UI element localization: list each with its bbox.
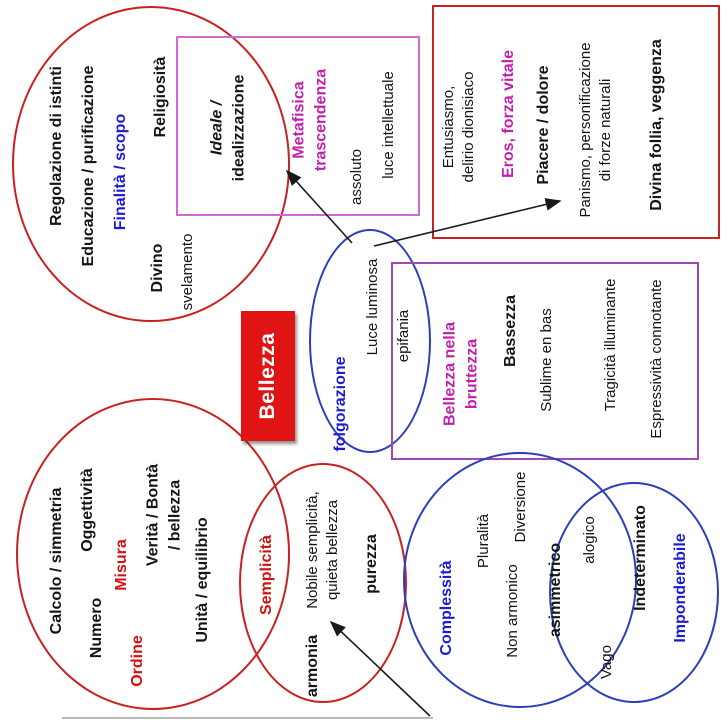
label-vago: Vago [597, 645, 615, 679]
label-metafisica-trascendenza: Metafisica trascendenza [290, 68, 329, 172]
label-ideale-line1: Ideale / [208, 100, 226, 156]
label-asimmetrico: asimmetrico [547, 542, 565, 638]
label-non-armonico: Non armonico [503, 564, 521, 658]
label-luce-intellettuale: luce intellettuale [379, 71, 397, 179]
label-entusiasmo-delirio: Entusiasmo, delirio dionisiaco [439, 71, 477, 183]
label-finalita-scopo: Finalità / scopo [112, 113, 130, 231]
bellezza-label: Bellezza [255, 332, 279, 420]
label-assoluto: assoluto [347, 149, 365, 205]
label-tragicita-illuminante: Tragicità illuminante [601, 278, 619, 412]
label-svelamento: svelamento [178, 233, 196, 311]
label-imponderabile: Imponderabile [672, 533, 690, 643]
label-educazione-purificazione: Educazione / purificazione [80, 65, 98, 267]
label-divino: Divino [149, 243, 167, 293]
label-diversione: Diversione [511, 471, 529, 543]
label-panismo: Panismo, personificazione di forze natur… [576, 42, 614, 218]
label-folgorazione: folgorazione [332, 356, 350, 452]
label-luce-luminosa: Luce luminosa [363, 258, 381, 356]
arrow-luce-to-eros [373, 198, 562, 247]
label-calcolo-simmetria: Calcolo / simmetria [48, 487, 66, 635]
label-indeterminato: Indeterminato [632, 505, 650, 611]
label-divina-follia: Divina follia, veggenza [648, 39, 666, 211]
label-ideale-idealizzazione: Ideale /idealizzazione [206, 75, 249, 182]
label-complessita: Complessità [438, 560, 456, 656]
metafisica-rect [176, 36, 420, 216]
label-oggettivita: Oggettività [79, 468, 97, 552]
label-bassezza: Bassezza [502, 294, 520, 368]
label-nobile-semplicita: Nobile semplicità, quieta bellezza [303, 491, 341, 609]
label-regolazione-istinti: Regolazione di istinti [48, 65, 66, 227]
imponderabile-ellipse [549, 482, 719, 703]
label-numero: Numero [88, 597, 106, 659]
label-religiosita: Religiosità [152, 56, 170, 138]
label-bellezza-nella-bruttezza: Bellezza nella bruttezza [441, 321, 480, 427]
label-epifania: epifania [394, 309, 412, 363]
label-ideale-line2: idealizzazione [230, 74, 247, 182]
label-semplicita: Semplicità [258, 534, 276, 616]
arrow-to-semplicita [329, 620, 431, 717]
label-alogico: alogico [580, 516, 598, 564]
label-purezza: purezza [363, 534, 381, 594]
central-node-bellezza [241, 311, 295, 441]
divine-ellipse [12, 6, 290, 322]
label-piacere-dolore: Piacere / dolore [535, 65, 553, 185]
label-espressivita-connotante: Espressività connotante [647, 279, 665, 439]
arrow-luce-to-divine [285, 169, 353, 244]
label-unita-equilibrio: Unità / equilibrio [194, 517, 212, 643]
eros-rect [432, 5, 720, 239]
label-misura: Misura [113, 539, 131, 591]
luce-ellipse [309, 229, 431, 453]
label-armonia: armonia [304, 634, 322, 698]
label-eros-forza-vitale: Eros, forza vitale [500, 49, 518, 179]
label-verita-bonta-bellezza: Verità / Bontà / bellezza [144, 463, 183, 567]
label-sublime-en-bas: Sublime en bas [537, 308, 555, 412]
label-pluralita: Pluralità [474, 513, 492, 569]
label-ordine: Ordine [129, 635, 147, 687]
